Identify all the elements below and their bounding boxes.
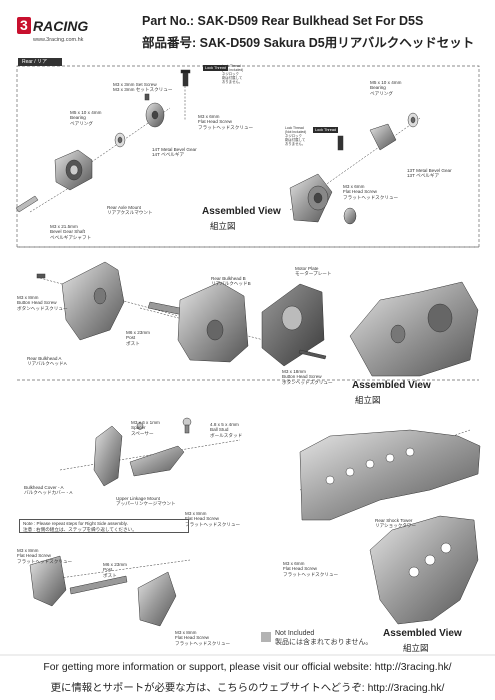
section-tag-rear: Rear / リア [18,58,62,66]
section1-parts [15,69,421,225]
part-number-title: Part No.: SAK-D509 Rear Bulkhead Set For… [142,14,424,28]
section-dividers [16,65,480,381]
svg-text:RACING: RACING [33,18,88,34]
assembled-view-title-2: Assembled View [352,380,431,391]
assembled-view-title-2-jp: 組立図 [355,395,381,405]
part-number-title-jp: 部品番号: SAK-D509 Sakura D5用リアバルクヘッドセット [142,36,475,50]
section3-parts [29,417,481,627]
logo-url: www.3racing.com.hk [33,37,84,43]
note-repeat-right-side: Note : Please repeat steps for Right Sid… [19,519,189,533]
section2-parts [36,261,479,377]
assembled-view-title-1: Assembled View [202,206,281,217]
footer-info-jp: 更に情報とサポートが必要な方は、こちらのウェブサイトへどうぞ: http://3… [50,683,445,694]
logo-3racing: 3 RACING [17,17,88,34]
lock-thread-note-left: Lock Thread(Not Included)ネジロック剤は付属しておりませ… [222,64,244,84]
lock-thread-tag-left: Lock Thread [203,65,229,72]
lock-thread-tag-right: Lock Thread [313,127,339,134]
assembled-view-title-3-jp: 組立図 [403,643,429,653]
footer-info-en: For getting more information or support,… [43,662,452,673]
legend-not-included-swatch [261,632,271,642]
assembled-view-title-3: Assembled View [383,628,462,639]
svg-text:3: 3 [20,17,28,33]
assembled-view-title-1-jp: 組立図 [210,221,236,231]
lock-thread-note-right: Lock Thread(Not Included)ネジロック剤は付属しておりませ… [285,126,307,146]
